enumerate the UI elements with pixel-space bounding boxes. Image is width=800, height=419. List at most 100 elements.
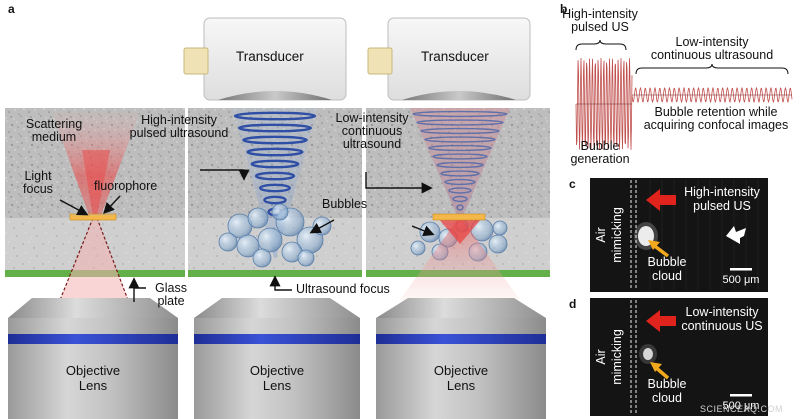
scattering-medium-line-2: medium bbox=[31, 130, 77, 145]
wavefront-ring bbox=[263, 195, 287, 205]
red-arrow-d bbox=[646, 310, 676, 332]
yellow-arrow-d bbox=[650, 362, 670, 380]
wavefront-ring bbox=[233, 111, 317, 121]
white-arrow-c bbox=[726, 226, 746, 244]
mimicking-label-d: mimicking bbox=[610, 329, 624, 385]
light-focus-line-2: focus bbox=[23, 182, 53, 197]
wavefront-ring bbox=[246, 147, 304, 157]
continuous-wavefronts bbox=[412, 110, 508, 211]
panel-letter-b: b bbox=[560, 2, 568, 16]
objective-3 bbox=[376, 298, 546, 419]
glass-plate-label: Glass plate bbox=[150, 281, 192, 309]
glass-plate-line-1: Glass bbox=[155, 281, 187, 295]
ultrasound-pulsed bbox=[232, 108, 318, 258]
scattering-medium-label: Scattering medium bbox=[14, 117, 94, 145]
continuous-waveform bbox=[631, 86, 793, 104]
bubble bbox=[297, 249, 315, 267]
light-focus-line-1: Light bbox=[24, 169, 52, 183]
glass-plate-line-2: plate bbox=[157, 294, 185, 309]
panel-letter-c: c bbox=[569, 177, 576, 191]
objective-label-1: Objective Lens bbox=[53, 363, 133, 394]
air-label-d: Air bbox=[594, 349, 608, 365]
generation-line-1: Bubble bbox=[580, 139, 620, 153]
pulsed-us-label: High-intensity pulsed US bbox=[560, 7, 640, 34]
objective-2-line-1: Objective bbox=[249, 363, 305, 378]
pulsed-wavefronts bbox=[233, 111, 317, 217]
scale-bar-d: 500 μm bbox=[722, 400, 760, 412]
generation-label: Bubble generation bbox=[562, 139, 638, 167]
wavefront-ring bbox=[242, 135, 308, 145]
continuous-us-line-1: Low-intensity bbox=[675, 35, 749, 49]
bubble-cloud-c: Bubble cloud bbox=[642, 255, 692, 284]
wavefront-ring bbox=[420, 127, 500, 135]
bubble bbox=[247, 207, 269, 229]
yellow-arrow-c bbox=[648, 240, 670, 258]
laser-beam-3 bbox=[400, 213, 520, 300]
bubble-cloud-c-line-2: cloud bbox=[652, 268, 682, 283]
high-intensity-line-1: High-intensity bbox=[141, 113, 217, 127]
wavefront-ring bbox=[254, 171, 296, 181]
objective-1 bbox=[8, 298, 178, 419]
wavefront-ring bbox=[432, 153, 488, 160]
light-focus-label: Light focus bbox=[14, 169, 62, 197]
wavefront-ring bbox=[428, 144, 492, 152]
wavefront-ring bbox=[250, 159, 300, 169]
objective-2-line-2: Lens bbox=[262, 377, 292, 393]
retention-label: Bubble retention while acquiring confoca… bbox=[636, 105, 796, 133]
objective-3-line-1: Objective bbox=[433, 363, 489, 378]
wavefront-ring bbox=[416, 119, 504, 126]
objective-2 bbox=[194, 298, 360, 419]
bubble bbox=[236, 234, 260, 258]
air-label-c: Air bbox=[594, 227, 608, 243]
wavefront-ring bbox=[424, 136, 496, 143]
bubble bbox=[271, 203, 289, 221]
wavefront-ring bbox=[259, 183, 292, 193]
retention-line-1: Bubble retention while bbox=[654, 105, 778, 119]
panel-a-pointers bbox=[59, 169, 435, 302]
us-label-c: High-intensity pulsed US bbox=[678, 185, 766, 214]
bubble bbox=[492, 220, 508, 236]
fluorophore-label: fluorophore bbox=[94, 179, 158, 193]
wavefront-ring bbox=[436, 161, 484, 169]
us-label-c-line-1: High-intensity bbox=[684, 185, 760, 199]
continuous-us-label: Low-intensity continuous ultrasound bbox=[636, 35, 788, 63]
wavefront-ring bbox=[452, 195, 468, 203]
continuous-us-line-2: continuous ultrasound bbox=[650, 48, 774, 63]
transducer-2 bbox=[183, 17, 347, 101]
bubble bbox=[218, 232, 238, 252]
high-intensity-label: High-intensity pulsed ultrasound bbox=[118, 113, 240, 141]
bubble-cloud-d-line-1: Bubble bbox=[647, 377, 687, 391]
low-intensity-line-2: continuous bbox=[341, 124, 403, 139]
wavefront-ring bbox=[412, 110, 508, 118]
objective-label-2: Objective Lens bbox=[237, 363, 317, 394]
wavefront-ring bbox=[444, 178, 476, 186]
objective-1-line-2: Lens bbox=[78, 377, 108, 393]
transducer-label-2: Transducer bbox=[236, 49, 304, 64]
watermark: SCIENCEAQ.COM bbox=[700, 404, 784, 414]
panel-letter-a: a bbox=[8, 2, 15, 16]
wavefront-ring bbox=[448, 187, 472, 194]
red-arrow-c bbox=[646, 189, 676, 211]
low-intensity-line-3: ultrasound bbox=[342, 137, 402, 152]
waveform-brace bbox=[575, 39, 789, 75]
us-label-d-line-2: continuous US bbox=[681, 318, 763, 333]
wavefront-ring bbox=[456, 204, 464, 211]
low-intensity-line-1: Low-intensity bbox=[335, 111, 409, 125]
wavefront-ring bbox=[237, 123, 312, 133]
retention-line-2: acquiring confocal images bbox=[643, 118, 789, 133]
bubble-cloud-d-line-2: cloud bbox=[652, 390, 682, 405]
high-intensity-line-2: pulsed ultrasound bbox=[129, 126, 229, 141]
us-label-d-line-1: Low-intensity bbox=[685, 305, 759, 319]
scale-bar-c: 500 μm bbox=[722, 274, 760, 286]
us-label-d: Low-intensity continuous US bbox=[678, 305, 766, 334]
generation-line-2: generation bbox=[570, 152, 630, 167]
wavefront-ring bbox=[440, 170, 480, 177]
laser-beam-1 bbox=[52, 112, 140, 301]
bubble bbox=[252, 248, 272, 268]
bubble-cloud-c-line-1: Bubble bbox=[647, 255, 687, 269]
bubble bbox=[410, 240, 426, 256]
transducer-label-3: Transducer bbox=[421, 49, 489, 64]
ultrasound-continuous bbox=[410, 108, 510, 220]
